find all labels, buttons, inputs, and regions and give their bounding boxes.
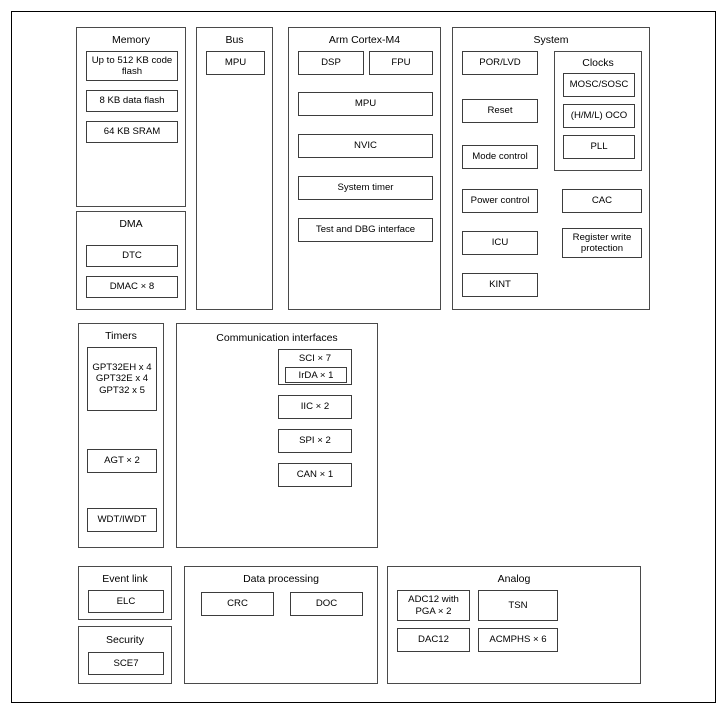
panel-data-processing: Data processing CRC DOC (184, 566, 378, 684)
block-mode-control[interactable]: Mode control (462, 145, 538, 169)
block-dmac[interactable]: DMAC × 8 (86, 276, 178, 298)
block-cac[interactable]: CAC (562, 189, 642, 213)
block-agt[interactable]: AGT × 2 (87, 449, 157, 473)
panel-arm-cortex-m4-title: Arm Cortex-M4 (328, 34, 401, 46)
block-mosc-sosc[interactable]: MOSC/SOSC (563, 73, 635, 97)
block-dtc[interactable]: DTC (86, 245, 178, 267)
block-acmphs[interactable]: ACMPHS × 6 (478, 628, 558, 652)
panel-event-link-title: Event link (102, 573, 148, 585)
panel-timers: Timers GPT32EH x 4 GPT32E x 4 GPT32 x 5 … (78, 323, 164, 548)
panel-dma-title: DMA (119, 218, 143, 230)
block-sci-label: SCI × 7 (298, 353, 332, 364)
block-sce7[interactable]: SCE7 (88, 652, 164, 675)
panel-data-processing-title: Data processing (243, 573, 319, 585)
block-gpt[interactable]: GPT32EH x 4 GPT32E x 4 GPT32 x 5 (87, 347, 157, 411)
block-dac12[interactable]: DAC12 (397, 628, 470, 652)
block-spi[interactable]: SPI × 2 (278, 429, 352, 453)
block-power-control[interactable]: Power control (462, 189, 538, 213)
block-sci[interactable]: SCI × 7 IrDA × 1 (278, 349, 352, 385)
panel-memory: Memory Up to 512 KB code flash 8 KB data… (76, 27, 186, 207)
block-icu[interactable]: ICU (462, 231, 538, 255)
panel-arm-cortex-m4: Arm Cortex-M4 DSP FPU MPU NVIC System ti… (288, 27, 441, 310)
panel-bus: Bus MPU (196, 27, 273, 310)
block-iic[interactable]: IIC × 2 (278, 395, 352, 419)
block-elc[interactable]: ELC (88, 590, 164, 613)
panel-timers-title: Timers (105, 330, 137, 342)
panel-analog-title: Analog (497, 573, 531, 585)
block-system-timer[interactable]: System timer (298, 176, 433, 200)
block-core-mpu[interactable]: MPU (298, 92, 433, 116)
panel-communication-interfaces: Communication interfaces SCI × 7 IrDA × … (176, 323, 378, 548)
block-bus-mpu[interactable]: MPU (206, 51, 265, 75)
block-irda[interactable]: IrDA × 1 (285, 367, 347, 383)
panel-analog: Analog ADC12 with PGA × 2 TSN DAC12 ACMP… (387, 566, 641, 684)
panel-memory-title: Memory (112, 34, 150, 46)
panel-event-link: Event link ELC (78, 566, 172, 620)
block-test-dbg-interface[interactable]: Test and DBG interface (298, 218, 433, 242)
block-data-flash[interactable]: 8 KB data flash (86, 90, 178, 112)
panel-dma: DMA DTC DMAC × 8 (76, 211, 186, 310)
block-register-write-protection[interactable]: Register write protection (562, 228, 642, 258)
panel-system-title: System (533, 34, 569, 46)
block-wdt-iwdt[interactable]: WDT/IWDT (87, 508, 157, 532)
panel-bus-title: Bus (225, 34, 244, 46)
panel-clocks: Clocks MOSC/SOSC (H/M/L) OCO PLL (554, 51, 642, 171)
block-pll[interactable]: PLL (563, 135, 635, 159)
panel-system: System POR/LVD Reset Mode control Power … (452, 27, 650, 310)
panel-security-title: Security (106, 634, 144, 646)
block-dsp[interactable]: DSP (298, 51, 364, 75)
panel-security: Security SCE7 (78, 626, 172, 684)
block-tsn[interactable]: TSN (478, 590, 558, 621)
panel-communication-interfaces-title: Communication interfaces (216, 332, 338, 344)
panel-clocks-title: Clocks (582, 57, 614, 69)
block-sram[interactable]: 64 KB SRAM (86, 121, 178, 143)
block-reset[interactable]: Reset (462, 99, 538, 123)
block-fpu[interactable]: FPU (369, 51, 433, 75)
block-can[interactable]: CAN × 1 (278, 463, 352, 487)
block-por-lvd[interactable]: POR/LVD (462, 51, 538, 75)
block-doc[interactable]: DOC (290, 592, 363, 616)
block-kint[interactable]: KINT (462, 273, 538, 297)
block-nvic[interactable]: NVIC (298, 134, 433, 158)
block-adc12[interactable]: ADC12 with PGA × 2 (397, 590, 470, 621)
block-crc[interactable]: CRC (201, 592, 274, 616)
block-oco[interactable]: (H/M/L) OCO (563, 104, 635, 128)
block-code-flash[interactable]: Up to 512 KB code flash (86, 51, 178, 81)
